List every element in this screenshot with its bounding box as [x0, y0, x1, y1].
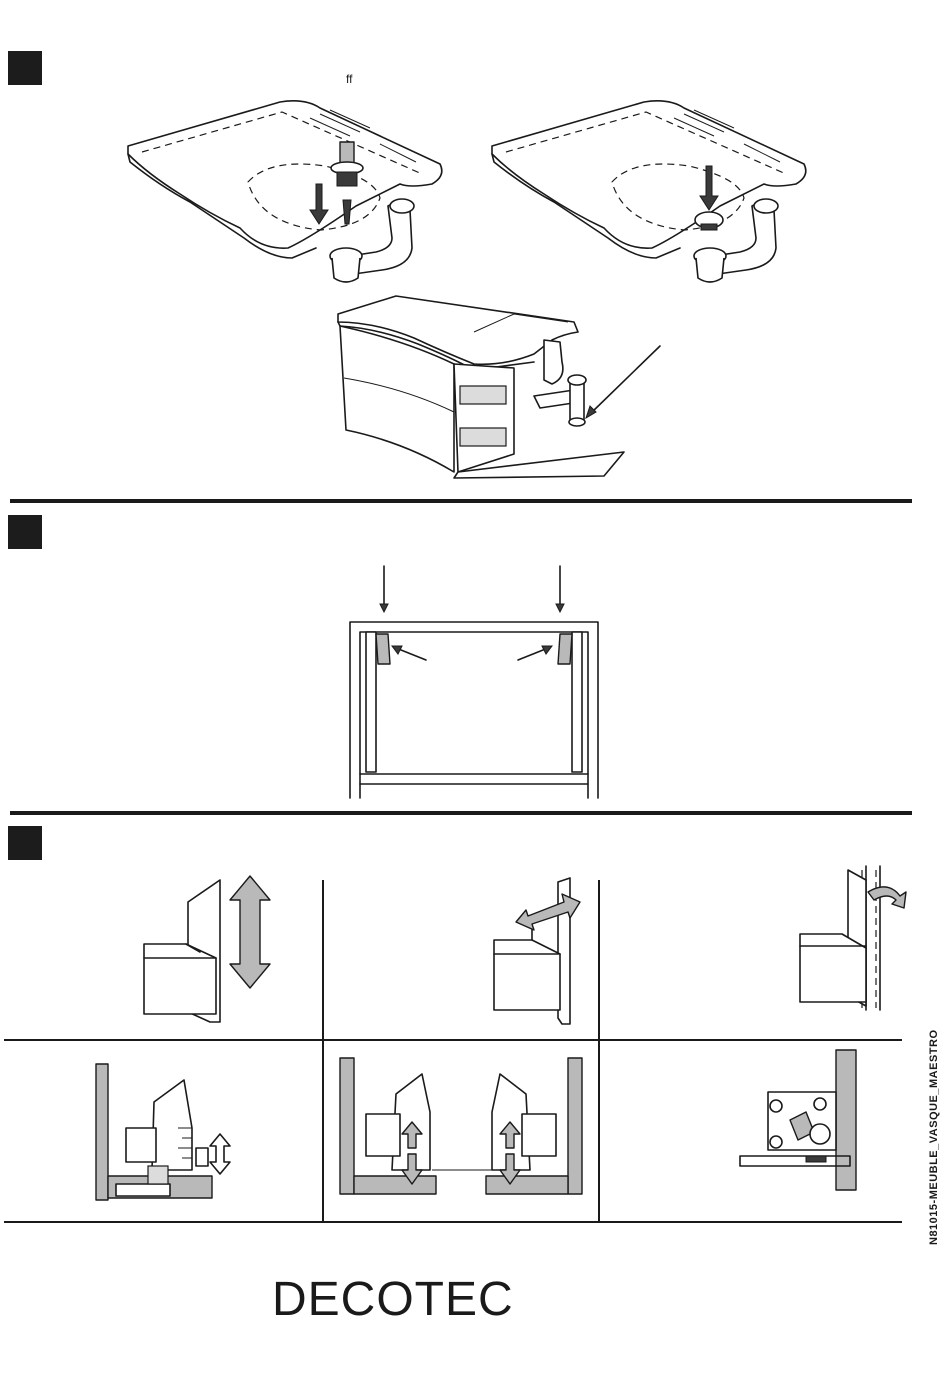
section-divider: [10, 811, 912, 815]
step-1-marker: [8, 51, 42, 85]
document-reference: N81015-MEUBLE_VASQUE_MAESTRO: [928, 1029, 940, 1245]
cabinet-front-wall-fixing-illustration: [346, 562, 606, 802]
panel-divider: [4, 1221, 902, 1223]
drawer-lateral-adjustment-illustration: [488, 872, 628, 1032]
step-2-marker: [8, 515, 42, 549]
drawer-height-adjustment-illustration: [140, 872, 300, 1032]
panel-divider: [322, 880, 324, 1222]
slide-lock-clip-illustration: [740, 1046, 890, 1196]
header-note: ff: [346, 72, 352, 86]
brand-logo: DECOTEC: [272, 1272, 514, 1327]
drawer-tilt-adjustment-illustration: [796, 860, 936, 1020]
basin-plug-insert-illustration: [488, 98, 828, 298]
step-3-marker: [8, 826, 42, 860]
basin-drain-assembly-illustration: [120, 98, 460, 298]
section-divider: [10, 499, 912, 503]
panel-divider: [4, 1039, 902, 1041]
slide-height-adjuster-illustration: [92, 1058, 242, 1208]
cabinet-siphon-connection-illustration: [334, 292, 674, 492]
slide-dual-adjusters-illustration: [336, 1052, 586, 1202]
